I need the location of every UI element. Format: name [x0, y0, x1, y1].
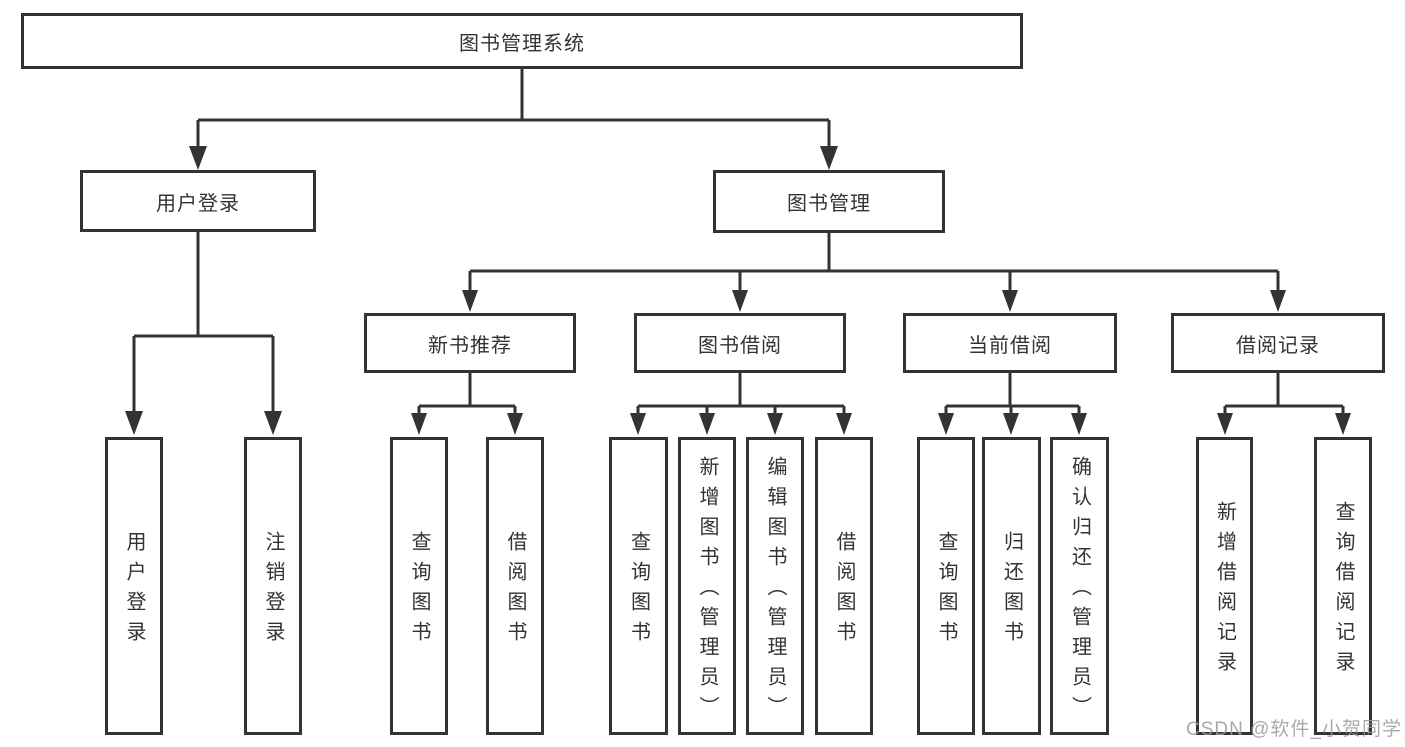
leaf-label: 查询图书 [408, 531, 430, 651]
leaf-borrow-books-1: 借阅图书 [486, 437, 544, 735]
leaf-label: 新增借阅记录 [1213, 501, 1236, 681]
node-book-borrow: 图书借阅 [634, 313, 846, 373]
leaf-add-borrow-record: 新增借阅记录 [1196, 437, 1253, 735]
node-borrow-records: 借阅记录 [1171, 313, 1385, 373]
node-new-book-recommend: 新书推荐 [364, 313, 576, 373]
leaf-label: 查询借阅记录 [1332, 501, 1354, 681]
leaf-confirm-return-admin: 确认归还（管理员） [1050, 437, 1109, 735]
leaf-add-books-admin: 新增图书（管理员） [678, 437, 736, 735]
leaf-logout: 注销登录 [244, 437, 302, 735]
leaf-borrow-books-2: 借阅图书 [815, 437, 873, 735]
leaf-query-books-2: 查询图书 [609, 437, 668, 735]
leaf-label: 借阅图书 [833, 531, 855, 651]
node-user-login-branch: 用户登录 [80, 170, 316, 232]
leaf-label: 借阅图书 [504, 531, 526, 651]
leaf-label: 新增图书（管理员） [696, 456, 718, 726]
csdn-watermark: CSDN @软件_小贺同学 [1186, 719, 1402, 740]
leaf-query-borrow-record: 查询借阅记录 [1314, 437, 1372, 735]
node-root-system: 图书管理系统 [21, 13, 1023, 69]
leaf-return-books: 归还图书 [982, 437, 1041, 735]
leaf-query-books-1: 查询图书 [390, 437, 448, 735]
leaf-user-login: 用户登录 [105, 437, 163, 735]
leaf-label: 查询图书 [627, 531, 650, 651]
leaf-label: 用户登录 [123, 531, 145, 651]
leaf-label: 编辑图书（管理员） [764, 456, 786, 726]
leaf-edit-books-admin: 编辑图书（管理员） [746, 437, 804, 735]
leaf-label: 归还图书 [1000, 531, 1023, 651]
leaf-query-books-3: 查询图书 [917, 437, 975, 735]
node-book-management-branch: 图书管理 [713, 170, 945, 233]
node-current-borrow: 当前借阅 [903, 313, 1117, 373]
leaf-label: 查询图书 [935, 531, 957, 651]
leaf-label: 确认归还（管理员） [1068, 456, 1091, 726]
leaf-label: 注销登录 [262, 531, 284, 651]
